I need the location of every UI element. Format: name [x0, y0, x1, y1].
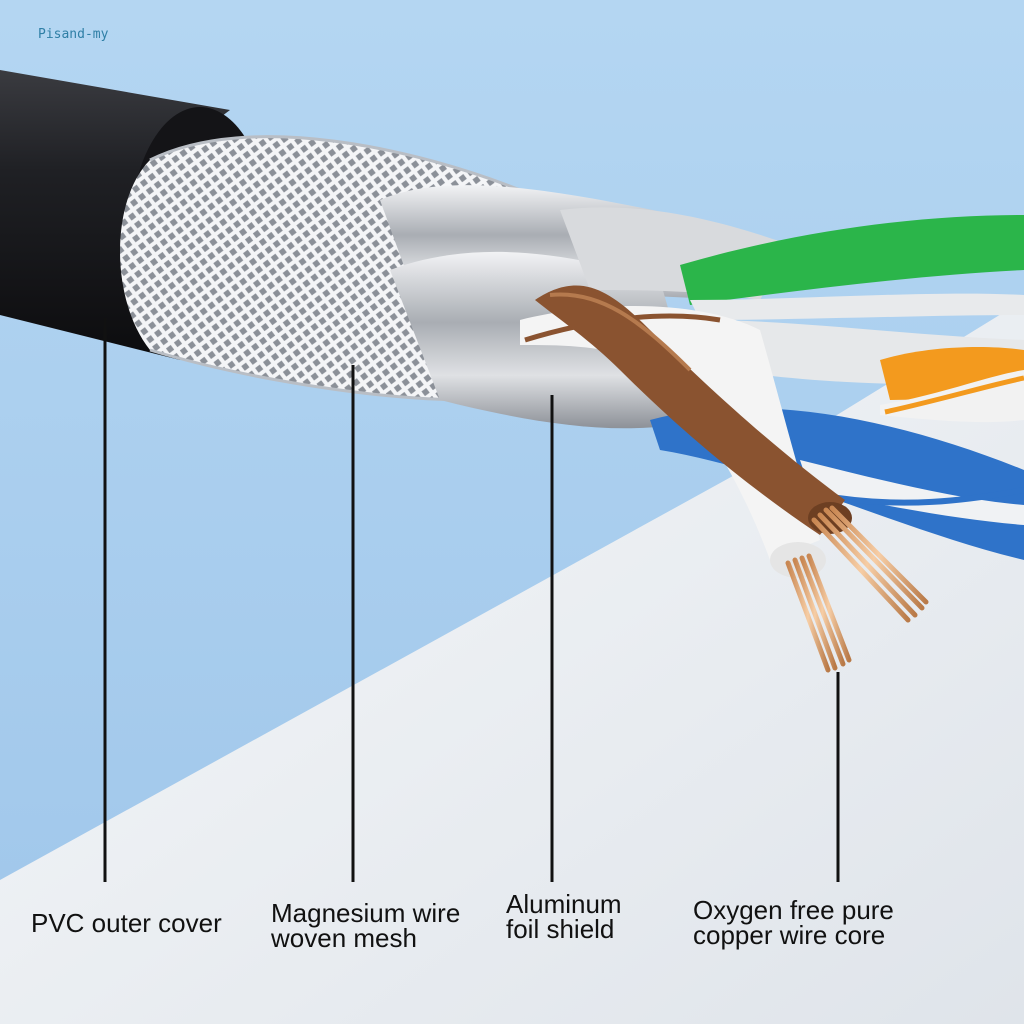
leader-lines — [103, 318, 840, 882]
label-copper-core: Oxygen free pure copper wire core — [693, 895, 894, 950]
label-line: Aluminum — [506, 889, 622, 919]
label-pvc-outer-cover: PVC outer cover — [31, 908, 222, 938]
watermark-text: Pisand-my — [38, 27, 109, 42]
label-line: foil shield — [506, 914, 615, 944]
orange-wire-pair — [700, 320, 1024, 423]
green-wire-pair — [680, 215, 1024, 320]
label-line: copper wire core — [693, 920, 886, 950]
label-line: Oxygen free pure — [693, 895, 894, 925]
label-foil-shield: Aluminum foil shield — [506, 889, 622, 944]
label-line: woven mesh — [271, 923, 417, 953]
label-line: PVC outer cover — [31, 908, 222, 938]
copper-core — [785, 505, 929, 673]
label-line: Magnesium wire — [271, 898, 461, 928]
label-woven-mesh: Magnesium wire woven mesh — [271, 898, 461, 953]
